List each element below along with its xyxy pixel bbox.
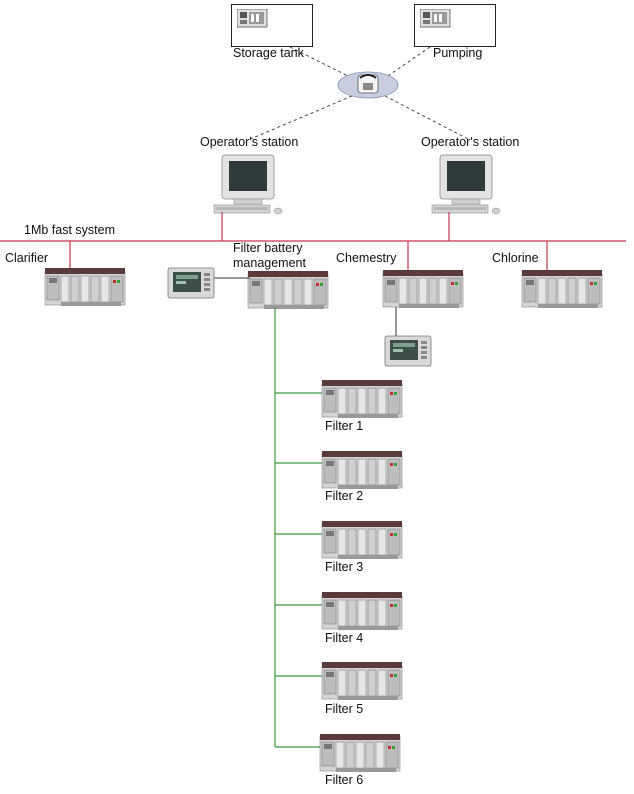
- plc-rack-icon-chlorine: [521, 269, 603, 309]
- filter-1-label: Filter 1: [325, 419, 364, 433]
- link-modem-operator-right: [384, 95, 471, 141]
- operator-station-left-label: Operator's station: [200, 135, 299, 149]
- plc-rack-icon-filter-4: [321, 591, 403, 631]
- bus-label: 1Mb fast system: [24, 223, 115, 237]
- filter-battery-label-line1: Filter battery: [233, 241, 303, 255]
- filter-branches: [275, 392, 323, 748]
- filter-5-label: Filter 5: [325, 702, 364, 716]
- hmi-panel-icon-filter-battery: [167, 267, 215, 299]
- chlorine-label: Chlorine: [492, 251, 539, 265]
- operator-station-right-label: Operator's station: [421, 135, 520, 149]
- hmi-panel-icon-chemestry: [384, 335, 432, 367]
- plc-rack-icon-filter-3: [321, 520, 403, 560]
- plc-rack-icon-filter-5: [321, 661, 403, 701]
- remote-unit-icon: [237, 9, 268, 28]
- remote-unit-icon: [420, 9, 451, 28]
- telephone-modem-icon: [337, 71, 399, 99]
- plc-rack-icon-clarifier: [44, 267, 126, 307]
- link-modem-operator-left: [247, 95, 353, 141]
- plc-rack-icon-filter-1: [321, 379, 403, 419]
- plc-rack-icon-filter-battery: [247, 270, 329, 310]
- plc-rack-icon-filter-2: [321, 450, 403, 490]
- pumping-label: Pumping: [433, 46, 483, 60]
- filter-6-label: Filter 6: [325, 773, 364, 787]
- plc-rack-icon-chemestry: [382, 269, 464, 309]
- chemestry-label: Chemestry: [336, 251, 397, 265]
- link-pumping-modem: [384, 46, 431, 79]
- clarifier-label: Clarifier: [5, 251, 49, 265]
- workstation-icon-right: [431, 154, 501, 215]
- filter-4-label: Filter 4: [325, 631, 364, 645]
- filter-battery-label-line2: management: [233, 256, 306, 270]
- filter-2-label: Filter 2: [325, 489, 364, 503]
- storage-tank-box: Storage tank: [231, 4, 313, 60]
- storage-tank-label: Storage tank: [233, 46, 304, 60]
- filter-3-label: Filter 3: [325, 560, 364, 574]
- workstation-icon-left: [213, 154, 283, 215]
- pumping-box: Pumping: [414, 4, 496, 60]
- plc-rack-icon-filter-6: [319, 733, 401, 773]
